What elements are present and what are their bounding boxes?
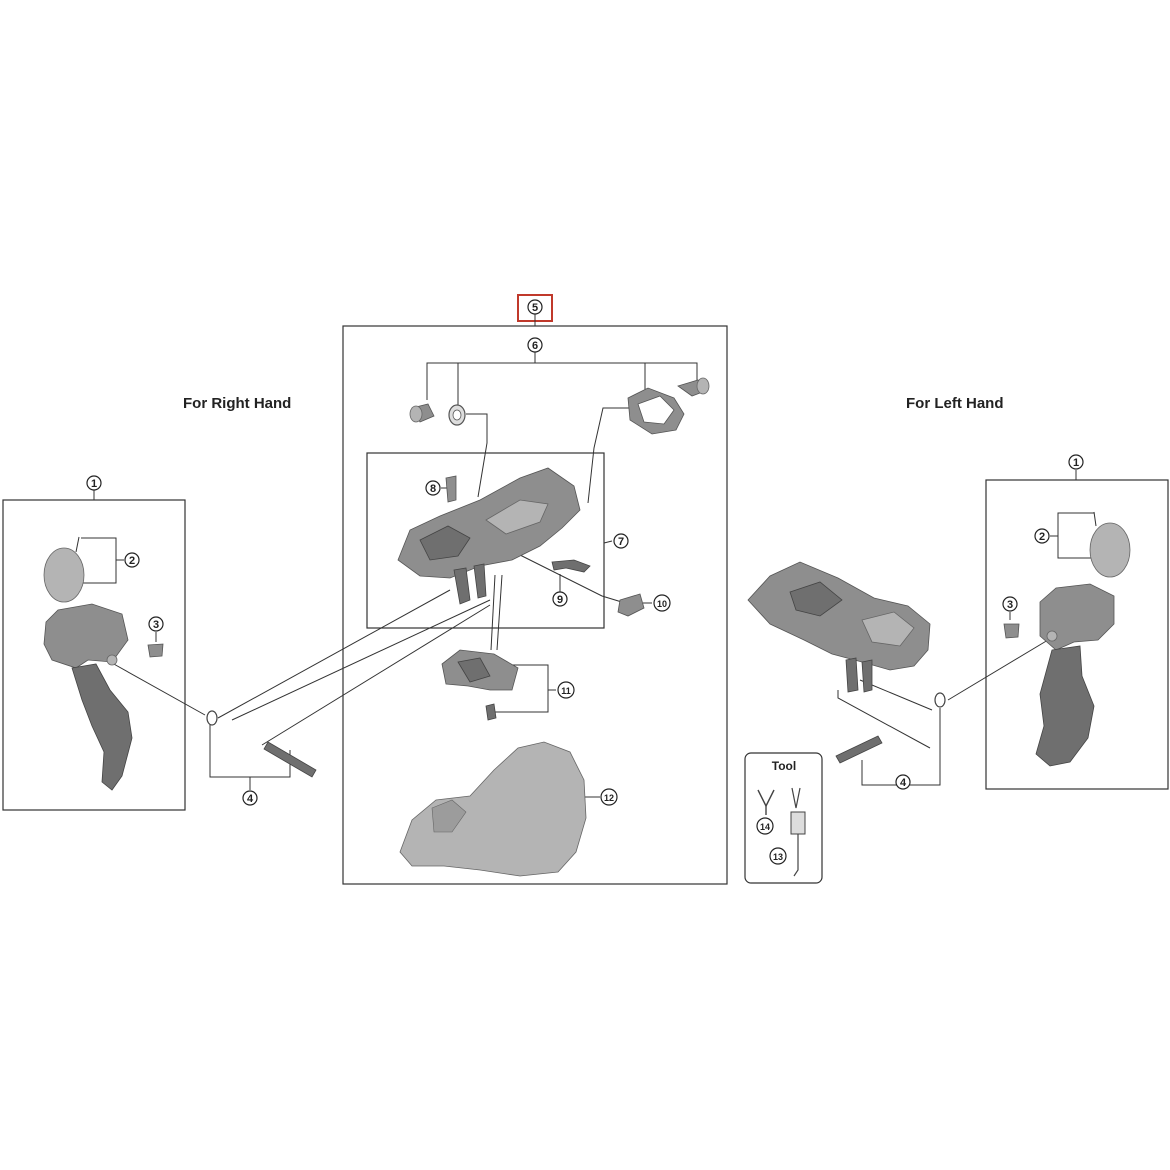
- tool-frame: [744, 752, 823, 884]
- small-lever-9: [551, 559, 591, 573]
- callout-6: 6: [527, 337, 543, 353]
- right-pin-parts: [206, 710, 317, 778]
- tool-13-pick: [791, 787, 801, 809]
- right-lever-blade: [71, 663, 133, 791]
- callout-3-right: 3: [148, 616, 164, 632]
- right-hood-cap: [43, 547, 85, 603]
- callout-8: 8: [425, 480, 441, 496]
- right-lever-assembly: [43, 536, 164, 791]
- leader-lines: [81, 314, 1094, 798]
- callout-7: 7: [613, 533, 629, 549]
- svg-text:4: 4: [900, 777, 907, 789]
- hood-cover-12: [399, 741, 587, 877]
- callout-1-right: 1: [86, 475, 102, 491]
- svg-text:4: 4: [247, 793, 254, 805]
- svg-text:1: 1: [1073, 457, 1079, 469]
- right-small-clip: [147, 643, 164, 658]
- svg-text:3: 3: [1007, 599, 1013, 611]
- callout-2-right: 2: [124, 552, 140, 568]
- svg-text:7: 7: [618, 536, 624, 548]
- callout-11: 11: [557, 681, 575, 699]
- svg-text:12: 12: [604, 793, 614, 803]
- center-parts: [397, 377, 710, 877]
- callout-2-left: 2: [1034, 528, 1050, 544]
- bracket-body: [397, 467, 581, 579]
- callout-5: 5: [527, 299, 543, 315]
- callout-12: 12: [600, 788, 618, 806]
- left-bracket-body: [747, 561, 931, 671]
- callout-14: 14: [756, 817, 774, 835]
- callout-1-left: 1: [1068, 454, 1084, 470]
- left-pin: [835, 735, 883, 764]
- tool-14-fork: [757, 789, 775, 808]
- svg-text:11: 11: [561, 686, 571, 696]
- left-bracket-assembly: [747, 561, 931, 693]
- svg-text:13: 13: [773, 852, 783, 862]
- part-11-screw: [485, 703, 497, 721]
- svg-text:2: 2: [129, 555, 135, 567]
- part-10: [617, 593, 645, 617]
- svg-text:9: 9: [557, 594, 563, 606]
- pin-8: [445, 475, 457, 503]
- left-lever-blade: [1035, 645, 1095, 767]
- tool-title: Tool: [772, 759, 796, 773]
- left-small-clip: [1003, 623, 1020, 639]
- callout-13: 13: [769, 847, 787, 865]
- left-hand-title: For Left Hand: [906, 395, 1004, 412]
- svg-text:5: 5: [532, 302, 538, 314]
- callout-10: 10: [653, 594, 671, 612]
- left-hand-frame: [985, 479, 1169, 790]
- svg-text:6: 6: [532, 340, 538, 352]
- right-pin: [263, 741, 317, 778]
- left-lever-body: [1039, 583, 1115, 651]
- left-pin-parts: [835, 692, 946, 764]
- svg-text:1: 1: [91, 478, 97, 490]
- left-hood-cap: [1089, 522, 1131, 578]
- callout-4-left: 4: [895, 774, 911, 790]
- left-lever-assembly: [1003, 511, 1131, 767]
- callout-3-left: 3: [1002, 596, 1018, 612]
- callout-9: 9: [552, 591, 568, 607]
- right-hand-title: For Right Hand: [183, 395, 292, 412]
- callout-4-right: 4: [242, 790, 258, 806]
- tool-parts: [757, 787, 806, 877]
- svg-text:3: 3: [153, 619, 159, 631]
- svg-text:10: 10: [657, 599, 667, 609]
- svg-text:14: 14: [760, 822, 770, 832]
- svg-text:2: 2: [1039, 531, 1045, 543]
- svg-text:8: 8: [430, 483, 436, 495]
